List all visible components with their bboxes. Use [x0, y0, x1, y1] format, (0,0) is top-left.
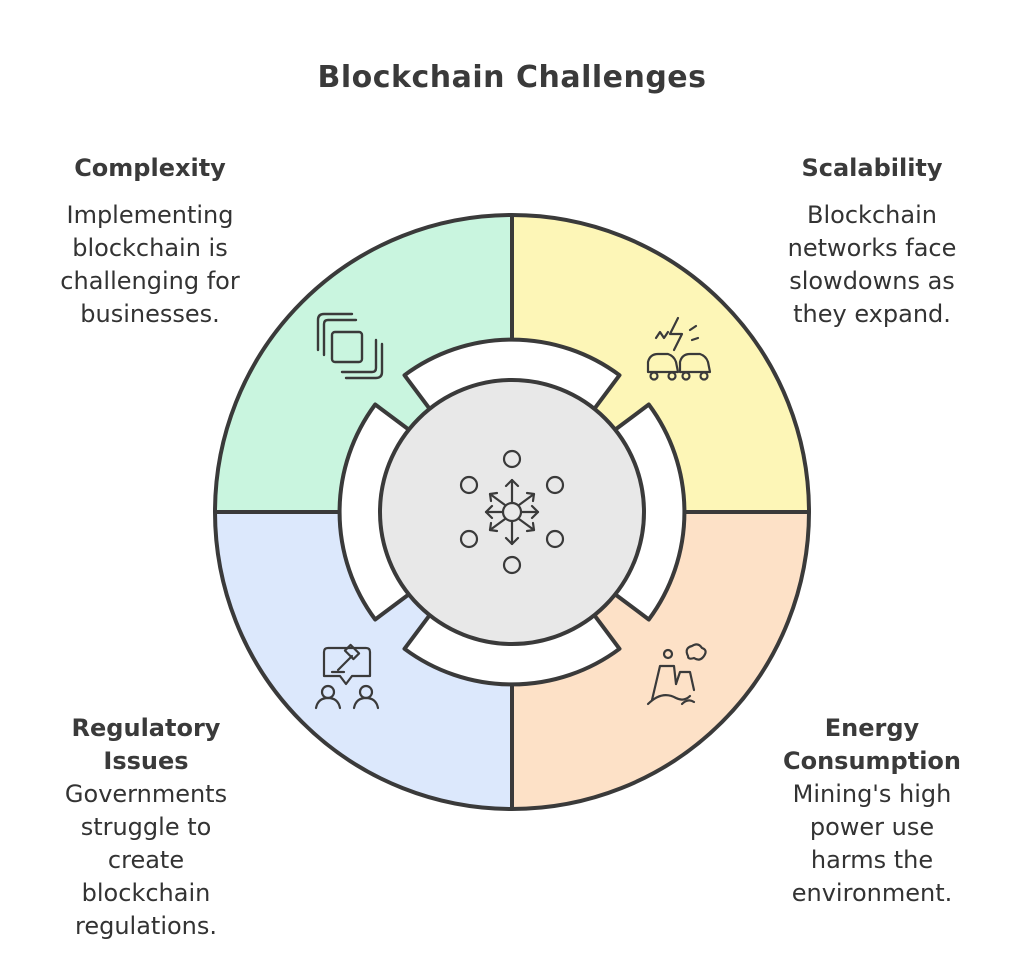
description-line: Blockchain: [807, 201, 937, 229]
description-line: businesses.: [80, 300, 220, 328]
description-line: regulations.: [74, 912, 218, 940]
description-line: blockchain: [81, 879, 211, 907]
layered-squares-icon: [316, 312, 384, 380]
heading-line: Issues: [103, 747, 189, 775]
heading-line: Complexity: [74, 154, 226, 182]
traffic-jam-icon: [646, 316, 712, 381]
heading-complexity: Complexity: [30, 152, 270, 185]
description-line: slowdowns as: [789, 267, 955, 295]
heading-scalability: Scalability: [752, 152, 992, 185]
heading-line: Consumption: [782, 747, 962, 775]
section-regulatory: Regulatory Issues Governments struggle t…: [30, 712, 262, 943]
network-hub-icon: [459, 449, 565, 575]
description-line: struggle to: [80, 813, 212, 841]
description-line: harms the: [810, 846, 934, 874]
description-line: Implementing: [66, 201, 234, 229]
heading-regulatory: Regulatory Issues: [30, 712, 262, 778]
section-energy: Energy Consumption Mining's high power u…: [772, 712, 972, 910]
description-line: networks face: [787, 234, 957, 262]
factory-pollution-icon: [646, 643, 707, 706]
heading-line: Regulatory: [71, 714, 221, 742]
center-hub: [378, 378, 646, 646]
description-line: blockchain is: [72, 234, 228, 262]
section-scalability: Scalability Blockchain networks face slo…: [752, 152, 992, 331]
description-complexity: Implementing blockchain is challenging f…: [30, 199, 270, 331]
gavel-discussion-icon: [314, 643, 380, 710]
description-line: Governments: [64, 780, 228, 808]
heading-line: Energy: [824, 714, 920, 742]
description-line: Mining's high: [792, 780, 952, 808]
description-scalability: Blockchain networks face slowdowns as th…: [752, 199, 992, 331]
description-energy: Mining's high power use harms the enviro…: [772, 778, 972, 910]
section-complexity: Complexity Implementing blockchain is ch…: [30, 152, 270, 331]
diagram-title: Blockchain Challenges: [317, 60, 707, 95]
description-line: power use: [809, 813, 935, 841]
description-line: create: [107, 846, 185, 874]
description-line: environment.: [791, 879, 953, 907]
description-line: they expand.: [793, 300, 951, 328]
heading-energy: Energy Consumption: [772, 712, 972, 778]
heading-line: Scalability: [801, 154, 943, 182]
description-line: challenging for: [60, 267, 240, 295]
description-regulatory: Governments struggle to create blockchai…: [30, 778, 262, 943]
